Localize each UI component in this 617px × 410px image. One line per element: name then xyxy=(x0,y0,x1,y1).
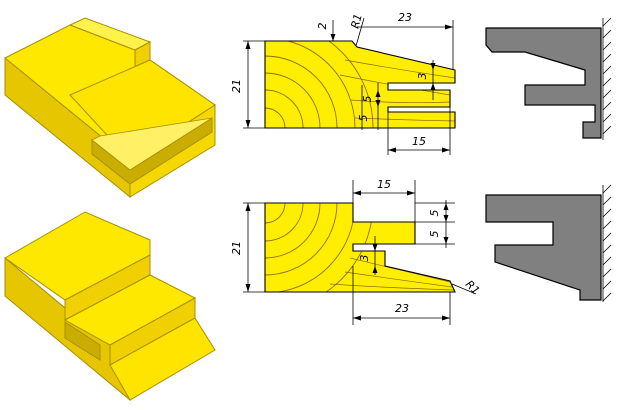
bot-dim-radius: R1 xyxy=(463,278,483,298)
profile-top xyxy=(264,40,456,129)
cutter-top xyxy=(485,17,612,140)
iso-bot-slot xyxy=(64,321,101,361)
top-dim-step: 3 xyxy=(416,73,429,80)
cutter-top-hatch xyxy=(602,17,612,135)
bot-dim-slot-width: 15 xyxy=(377,178,391,191)
top-dim-bevel: 23 xyxy=(398,11,412,24)
iso-top-slot-inner xyxy=(91,117,213,171)
cutter-bottom xyxy=(485,184,612,302)
profile-bottom-fill xyxy=(265,203,455,292)
bot-dim-height: 21 xyxy=(230,241,243,255)
profile-bottom xyxy=(264,202,456,293)
top-dim-slot-a: 5 xyxy=(361,96,374,103)
top-dim-slot-width: 15 xyxy=(412,135,426,148)
profile-bottom-outline xyxy=(264,202,456,293)
cutter-bottom-shape xyxy=(485,194,602,301)
iso-block-bottom xyxy=(4,211,216,402)
bot-dim-bevel: 23 xyxy=(395,302,409,315)
iso-block-top xyxy=(4,17,216,199)
iso-bot-bevel xyxy=(109,317,216,401)
profile-top-fill xyxy=(265,41,455,128)
profile-top-dimensions: 21 2 R1 23 3 5 5 15 xyxy=(230,11,454,155)
bot-dim-step: 3 xyxy=(358,255,371,262)
bot-dim-slot-b: 5 xyxy=(428,231,441,238)
top-dim-tongue: 2 xyxy=(316,23,329,30)
cutter-bottom-hatch xyxy=(602,184,612,302)
top-dim-height: 21 xyxy=(230,79,243,93)
profile-top-outline xyxy=(264,40,456,129)
bot-dim-slot-a: 5 xyxy=(428,210,441,217)
top-dim-slot-b: 5 xyxy=(357,115,370,122)
iso-bot-top-face xyxy=(4,211,151,301)
cutter-top-shape xyxy=(485,27,602,139)
top-dim-radius: R1 xyxy=(348,12,364,30)
